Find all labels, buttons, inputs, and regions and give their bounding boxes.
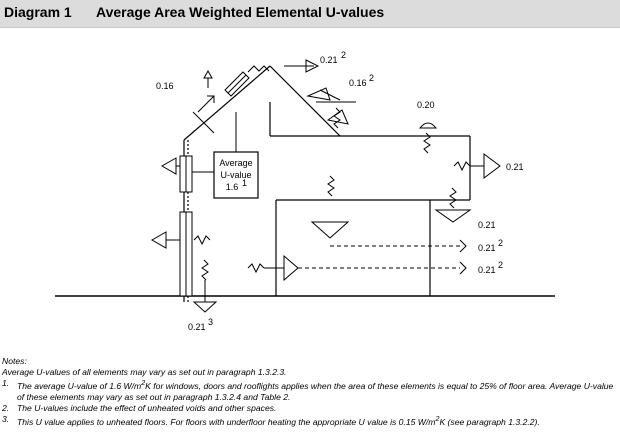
roof-flat-arrow-icon bbox=[326, 107, 349, 129]
roof-left-arrow-icon bbox=[192, 95, 215, 134]
label-internal-lower: 0.21 bbox=[478, 265, 496, 275]
diagram-label: Diagram 1 bbox=[4, 4, 72, 20]
rooflight-icon bbox=[418, 122, 438, 154]
roof-pitched-arrow-icon bbox=[247, 59, 320, 73]
note-item: 2.The U-values include the effect of unh… bbox=[2, 402, 277, 413]
label-roof-pitched-sup: 2 bbox=[341, 50, 346, 60]
floor-arrow-icon bbox=[192, 259, 218, 313]
right-wall-lower-arrow-icon bbox=[434, 187, 472, 223]
ceiling-down-arrow-icon bbox=[310, 175, 350, 239]
left-wall-upper-arrow-icon bbox=[160, 157, 180, 175]
internal-upper-arrow-icon bbox=[330, 239, 467, 253]
label-roof-pitched: 0.21 bbox=[320, 55, 338, 65]
notes-intro: Average U-values of all elements may var… bbox=[2, 367, 287, 377]
label-wall-right-upper: 0.21 bbox=[506, 162, 524, 172]
notes-section: Notes: Average U-values of all elements … bbox=[2, 356, 616, 428]
openings-line1: Average bbox=[219, 158, 252, 168]
u-value-diagram: Average U-value 1.6 1 bbox=[55, 50, 555, 332]
diagram-header: Diagram 1 Average Area Weighted Elementa… bbox=[0, 0, 620, 28]
label-internal-lower-sup: 2 bbox=[498, 260, 503, 270]
roof-mid-arrow-icon bbox=[306, 87, 356, 103]
label-floor-sup: 3 bbox=[208, 317, 213, 327]
notes-list: 1.The average U-value of 1.6 W/m2K for w… bbox=[2, 378, 616, 428]
notes-heading: Notes: bbox=[2, 356, 27, 366]
openings-box: Average U-value 1.6 1 bbox=[213, 151, 259, 199]
label-roof-mid: 0.16 bbox=[349, 78, 367, 88]
diagram-title: Average Area Weighted Elemental U-values bbox=[96, 4, 385, 20]
openings-line3: 1.6 bbox=[226, 182, 239, 192]
left-wall-lower-arrow-icon bbox=[150, 231, 211, 249]
label-roof-flat: 0.20 bbox=[417, 100, 435, 110]
label-wall-right-lower: 0.21 bbox=[478, 220, 496, 230]
label-floor: 0.21 bbox=[188, 322, 206, 332]
label-roof-mid-sup: 2 bbox=[369, 73, 374, 83]
label-roof-left: 0.16 bbox=[156, 81, 174, 91]
label-internal-upper-sup: 2 bbox=[498, 238, 503, 248]
openings-sup: 1 bbox=[242, 178, 247, 188]
note-item: 3.This U value applies to unheated floor… bbox=[2, 413, 540, 427]
right-wall-upper-arrow-icon bbox=[453, 153, 501, 179]
roof-rooflight-arrow-icon bbox=[203, 69, 213, 88]
note-item: 1.The average U-value of 1.6 W/m2K for w… bbox=[2, 378, 614, 402]
left-wall-window-icon bbox=[179, 155, 193, 193]
internal-lower-arrow-icon bbox=[247, 254, 467, 282]
openings-line2: U-value bbox=[220, 170, 251, 180]
label-internal-upper: 0.21 bbox=[478, 243, 496, 253]
left-wall-lower-window-icon bbox=[179, 211, 193, 297]
roof-left-window-icon bbox=[224, 71, 250, 97]
